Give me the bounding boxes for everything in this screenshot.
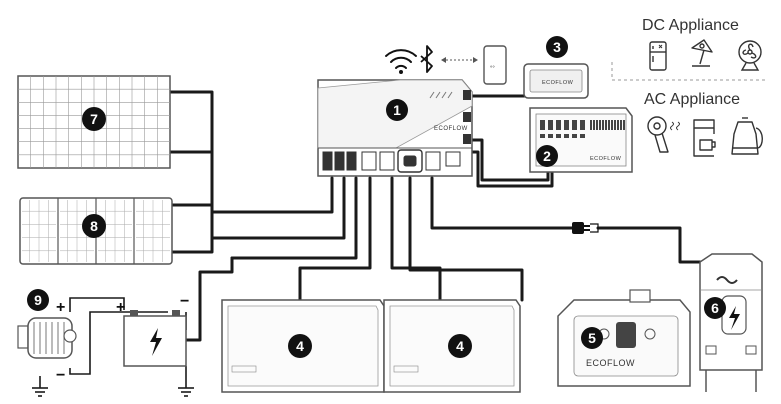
svg-text:7: 7: [90, 111, 98, 127]
alternator-minus: −: [56, 367, 65, 384]
remote-display-brand: ECOFLOW: [542, 80, 574, 86]
coffee-maker-icon: [693, 119, 716, 157]
starter-battery: [123, 310, 187, 367]
svg-text:6: 6: [711, 300, 719, 316]
alternator-plus: +: [56, 299, 65, 316]
wire-alt-plus: [69, 297, 125, 312]
generator-brand: ECOFLOW: [586, 358, 635, 368]
smart-panel-brand: ECOFLOW: [590, 156, 622, 162]
callout-main-unit: 1: [386, 99, 408, 121]
phone-screen-text: °°: [490, 66, 495, 72]
svg-text:4: 4: [456, 338, 464, 354]
alternator: [17, 317, 77, 359]
arrowhead-left: [441, 57, 446, 63]
svg-text:2: 2: [543, 148, 551, 164]
wifi-icon: [385, 49, 417, 74]
callout-smart-generator: 5: [581, 327, 603, 349]
main-unit-ports: [322, 149, 461, 173]
arrowhead-right: [473, 57, 478, 63]
ground-symbol-alternator: [32, 387, 48, 397]
remote-display: ECOFLOW: [523, 63, 589, 99]
cable-solar-portable-2: [170, 234, 214, 254]
callout-remote-display: 3: [546, 36, 568, 58]
dc-ac-divider: [611, 62, 768, 81]
cable-battery-a: [298, 176, 372, 302]
main-unit-brand: ECOFLOW: [434, 126, 468, 132]
svg-text:9: 9: [34, 292, 42, 308]
cable-battery-b: [390, 176, 442, 302]
cable-panel-2: [470, 150, 554, 188]
callout-alternator: 9: [27, 289, 49, 311]
refrigerator-icon: [649, 41, 667, 71]
bolt-icon: [729, 306, 740, 330]
smart-generator: ECOFLOW: [557, 289, 691, 387]
dc-appliance-label: DC Appliance: [642, 17, 739, 34]
battery-minus: −: [180, 293, 189, 310]
svg-text:4: 4: [296, 338, 304, 354]
wire-alt-minus: [69, 311, 168, 375]
ev-charger: [699, 253, 763, 392]
main-unit: ECOFLOW: [317, 79, 473, 177]
main-unit-side-ports: [463, 90, 471, 144]
hair-dryer-icon: [647, 116, 680, 153]
smartphone: °°: [483, 45, 507, 85]
cable-solar-portable: [170, 176, 346, 240]
desk-lamp-icon: [691, 39, 713, 67]
svg-text:1: 1: [393, 102, 401, 118]
cable-12v-battery: [184, 256, 234, 342]
callout-ev-charger: 6: [704, 297, 726, 319]
ac-plug-icon: [572, 222, 599, 234]
callout-smart-panel: 2: [536, 145, 558, 167]
fan-icon: [738, 40, 762, 71]
vent-slots: [429, 91, 453, 99]
callout-rigid-solar-panel: 7: [82, 107, 106, 131]
cable-display: [470, 86, 532, 98]
bluetooth-icon: [420, 45, 433, 73]
callout-portable-solar-panel: 8: [82, 214, 106, 238]
svg-text:8: 8: [90, 218, 98, 234]
callout-battery-b: 4: [448, 334, 472, 358]
callout-battery-a: 4: [288, 334, 312, 358]
cable-generator: [408, 176, 524, 302]
battery-plus: +: [116, 299, 125, 316]
battery-bolt-icon: [150, 328, 162, 356]
svg-text:5: 5: [588, 330, 596, 346]
cable-ev-charger-2: [596, 226, 702, 264]
cable-alternator-battery: [230, 176, 358, 260]
cable-ev-charger: [430, 176, 574, 230]
ground-symbol-battery: [178, 387, 194, 397]
ac-appliance-label: AC Appliance: [644, 91, 740, 108]
cable-panel-1: [470, 138, 550, 182]
svg-text:3: 3: [553, 39, 561, 55]
kettle-icon: [731, 117, 763, 155]
